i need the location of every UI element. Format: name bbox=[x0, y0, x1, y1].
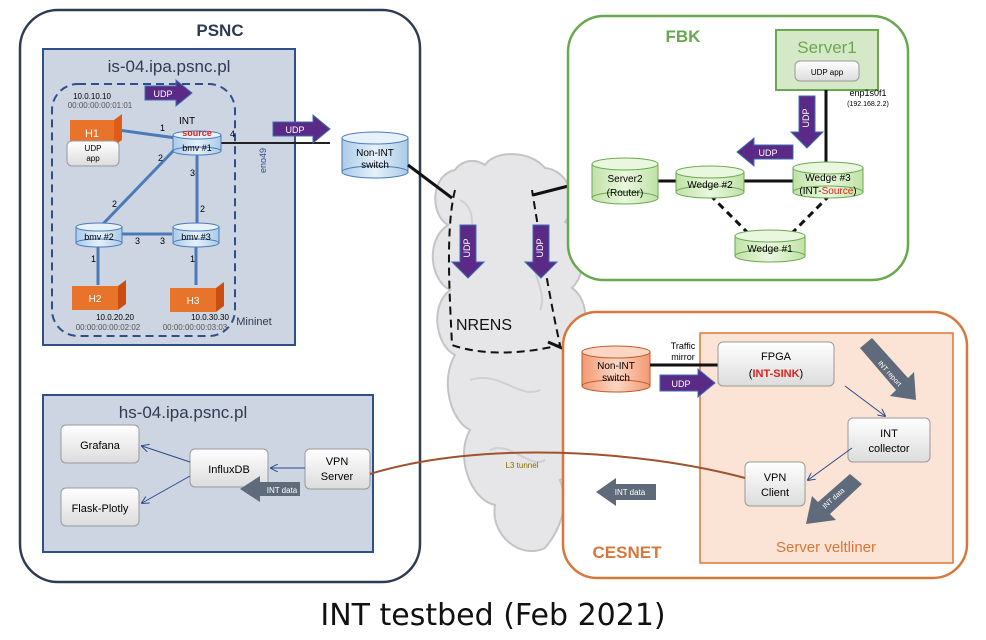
mininet-label: Mininet bbox=[236, 316, 271, 328]
svg-text:Server: Server bbox=[321, 471, 354, 483]
int-data-arrow-psnc: INT data bbox=[240, 476, 300, 502]
svg-text:bmv #3: bmv #3 bbox=[181, 232, 211, 242]
svg-text:H2: H2 bbox=[89, 294, 102, 305]
h3-mac: 00:00:00:00:03:03 bbox=[163, 323, 228, 332]
svg-text:UDP: UDP bbox=[285, 125, 304, 135]
int-collector-box: INT bbox=[880, 428, 898, 440]
svg-text:app: app bbox=[86, 154, 100, 163]
udp-arrow-cloud-right: UDP bbox=[523, 224, 559, 279]
h2-ip: 10.0.20.20 bbox=[96, 313, 134, 322]
wedge2-switch: Wedge #2 bbox=[675, 165, 745, 199]
svg-text:(INT-Source): (INT-Source) bbox=[799, 186, 856, 197]
udp-arrow-fbk-left: UDP bbox=[736, 136, 794, 168]
svg-text:INT data: INT data bbox=[615, 488, 646, 497]
figure-caption: INT testbed (Feb 2021) bbox=[320, 598, 666, 633]
h1-ip: 10.0.10.10 bbox=[73, 92, 111, 101]
wedge3-switch: Wedge #3 (INT-Source) bbox=[792, 161, 864, 199]
cesnet-region: CESNET Server veltliner Non-INT switch T… bbox=[561, 310, 969, 580]
influxdb-box: InfluxDB bbox=[208, 464, 250, 476]
svg-text:UDP: UDP bbox=[153, 89, 172, 99]
server1-label: Server1 bbox=[797, 38, 857, 57]
udp-arrow-psnc: UDP bbox=[144, 78, 193, 108]
udp-arrow-cesnet: UDP bbox=[659, 367, 716, 399]
svg-text:switch: switch bbox=[602, 373, 630, 384]
psnc-region: PSNC is-04.ipa.psnc.pl Mininet H1 UDP ap… bbox=[18, 8, 422, 584]
vpn-server-box: VPN bbox=[326, 456, 349, 468]
svg-text:3: 3 bbox=[160, 236, 165, 246]
host-h3: H3 bbox=[170, 282, 224, 312]
svg-text:3: 3 bbox=[190, 168, 195, 178]
switch-bmv1: bmv #1 bbox=[172, 130, 222, 156]
h1-mac: 00:00:00:00:01:01 bbox=[68, 101, 133, 110]
svg-text:collector: collector bbox=[869, 443, 910, 455]
h2-mac: 00:00:00:00:02:02 bbox=[76, 323, 141, 332]
vpn-client-box: VPN bbox=[764, 472, 787, 484]
svg-text:bmv #1: bmv #1 bbox=[182, 143, 212, 153]
enp-ip: (192.168.2.2) bbox=[847, 101, 889, 108]
host-hs04-label: hs-04.ipa.psnc.pl bbox=[119, 403, 248, 422]
svg-text:Non-INT: Non-INT bbox=[597, 361, 635, 372]
udp-arrow-fbk-down: UDP bbox=[789, 95, 825, 149]
svg-text:3: 3 bbox=[135, 236, 140, 246]
svg-text:mirror: mirror bbox=[671, 352, 695, 362]
flask-plotly-box: Flask-Plotly bbox=[72, 503, 129, 515]
server1-udp-app: UDP app bbox=[811, 68, 844, 77]
udp-arrow-out: UDP bbox=[272, 113, 331, 145]
svg-text:2: 2 bbox=[112, 199, 117, 209]
svg-text:1: 1 bbox=[160, 123, 165, 133]
traffic-mirror-label: Traffic bbox=[671, 341, 696, 351]
svg-text:Wedge #2: Wedge #2 bbox=[687, 180, 733, 191]
svg-text:UDP: UDP bbox=[535, 238, 545, 257]
svg-text:1: 1 bbox=[190, 254, 195, 264]
svg-text:1: 1 bbox=[91, 254, 96, 264]
h1-label: H1 bbox=[85, 128, 99, 140]
svg-text:UDP: UDP bbox=[462, 238, 472, 257]
svg-text:Wedge #1: Wedge #1 bbox=[747, 244, 793, 255]
svg-text:Non-INT: Non-INT bbox=[356, 148, 394, 159]
svg-text:(Router): (Router) bbox=[607, 188, 644, 199]
non-int-switch-cesnet: Non-INT switch bbox=[581, 345, 651, 393]
enp-label: enp1s0f1 bbox=[849, 88, 886, 98]
host-h2: H2 bbox=[72, 280, 126, 310]
svg-text:4: 4 bbox=[230, 129, 235, 139]
int-data-arrow-cesnet: INT data bbox=[596, 478, 656, 506]
svg-text:H3: H3 bbox=[187, 296, 200, 307]
h1-udp-app: UDP bbox=[85, 144, 102, 153]
svg-text:switch: switch bbox=[361, 160, 389, 171]
svg-text:bmv #2: bmv #2 bbox=[84, 232, 114, 242]
svg-text:2: 2 bbox=[158, 153, 163, 163]
nrens-label: NRENS bbox=[456, 317, 512, 334]
non-int-switch-psnc: Non-INT switch bbox=[341, 131, 409, 179]
udp-arrow-cloud-left: UDP bbox=[450, 224, 486, 279]
grafana-box: Grafana bbox=[80, 440, 121, 452]
switch-bmv2: bmv #2 bbox=[75, 222, 123, 248]
svg-text:INT data: INT data bbox=[267, 486, 298, 495]
svg-text:Client: Client bbox=[761, 487, 789, 499]
fpga-box: FPGA bbox=[761, 351, 792, 363]
cesnet-title: CESNET bbox=[593, 543, 663, 562]
psnc-title: PSNC bbox=[196, 21, 243, 40]
eno49-label: eno49 bbox=[258, 148, 268, 173]
svg-text:Wedge #3: Wedge #3 bbox=[805, 173, 851, 184]
server-veltliner-label: Server veltliner bbox=[776, 539, 876, 556]
h3-ip: 10.0.30.30 bbox=[191, 313, 229, 322]
svg-text:UDP: UDP bbox=[801, 108, 811, 127]
fbk-region: FBK Server1 UDP app enp1s0f1 (192.168.2.… bbox=[566, 14, 910, 282]
svg-text:UDP: UDP bbox=[671, 379, 690, 389]
l3-tunnel-label: L3 tunnel bbox=[506, 461, 539, 470]
int-label: INT bbox=[179, 116, 195, 127]
svg-text:Server2: Server2 bbox=[607, 174, 642, 185]
svg-text:2: 2 bbox=[200, 204, 205, 214]
host-is04-label: is-04.ipa.psnc.pl bbox=[108, 57, 231, 76]
wedge1-switch: Wedge #1 bbox=[734, 229, 806, 263]
svg-text:UDP: UDP bbox=[758, 148, 777, 158]
switch-bmv3: bmv #3 bbox=[172, 222, 220, 248]
server2-router: Server2 (Router) bbox=[591, 157, 659, 205]
svg-text:(INT-SINK): (INT-SINK) bbox=[749, 368, 803, 380]
source-label: source bbox=[182, 128, 212, 138]
fbk-title: FBK bbox=[666, 27, 702, 46]
